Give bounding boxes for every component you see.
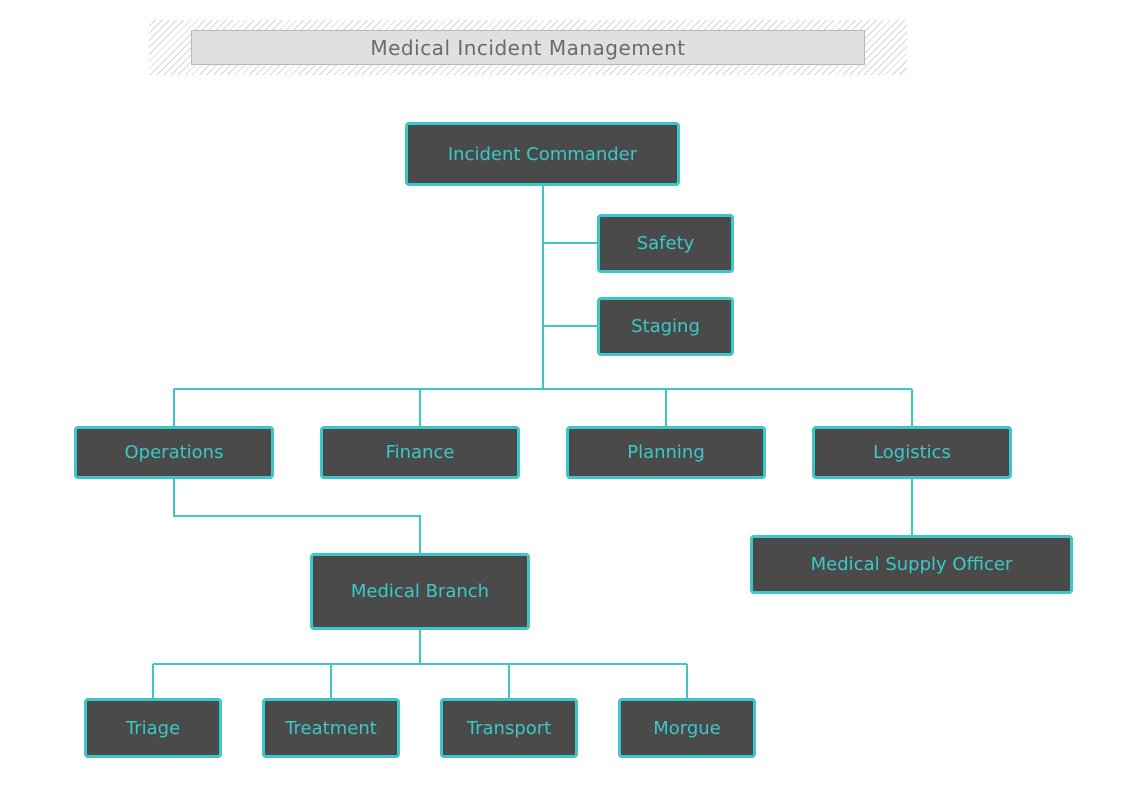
node-logistics[interactable]: Logistics: [812, 426, 1012, 479]
node-morgue[interactable]: Morgue: [618, 698, 756, 758]
node-medical-branch[interactable]: Medical Branch: [310, 553, 530, 630]
node-treatment[interactable]: Treatment: [262, 698, 400, 758]
node-medical-supply-officer[interactable]: Medical Supply Officer: [750, 535, 1073, 594]
node-staging[interactable]: Staging: [597, 297, 734, 356]
connector-operations-medical-branch: [173, 477, 421, 555]
node-finance[interactable]: Finance: [320, 426, 520, 479]
node-safety[interactable]: Safety: [597, 214, 734, 273]
node-operations[interactable]: Operations: [74, 426, 274, 479]
node-transport[interactable]: Transport: [440, 698, 578, 758]
node-incident-commander[interactable]: Incident Commander: [405, 122, 680, 186]
node-triage[interactable]: Triage: [84, 698, 222, 758]
diagram-title: Medical Incident Management: [191, 30, 865, 65]
node-planning[interactable]: Planning: [566, 426, 766, 479]
